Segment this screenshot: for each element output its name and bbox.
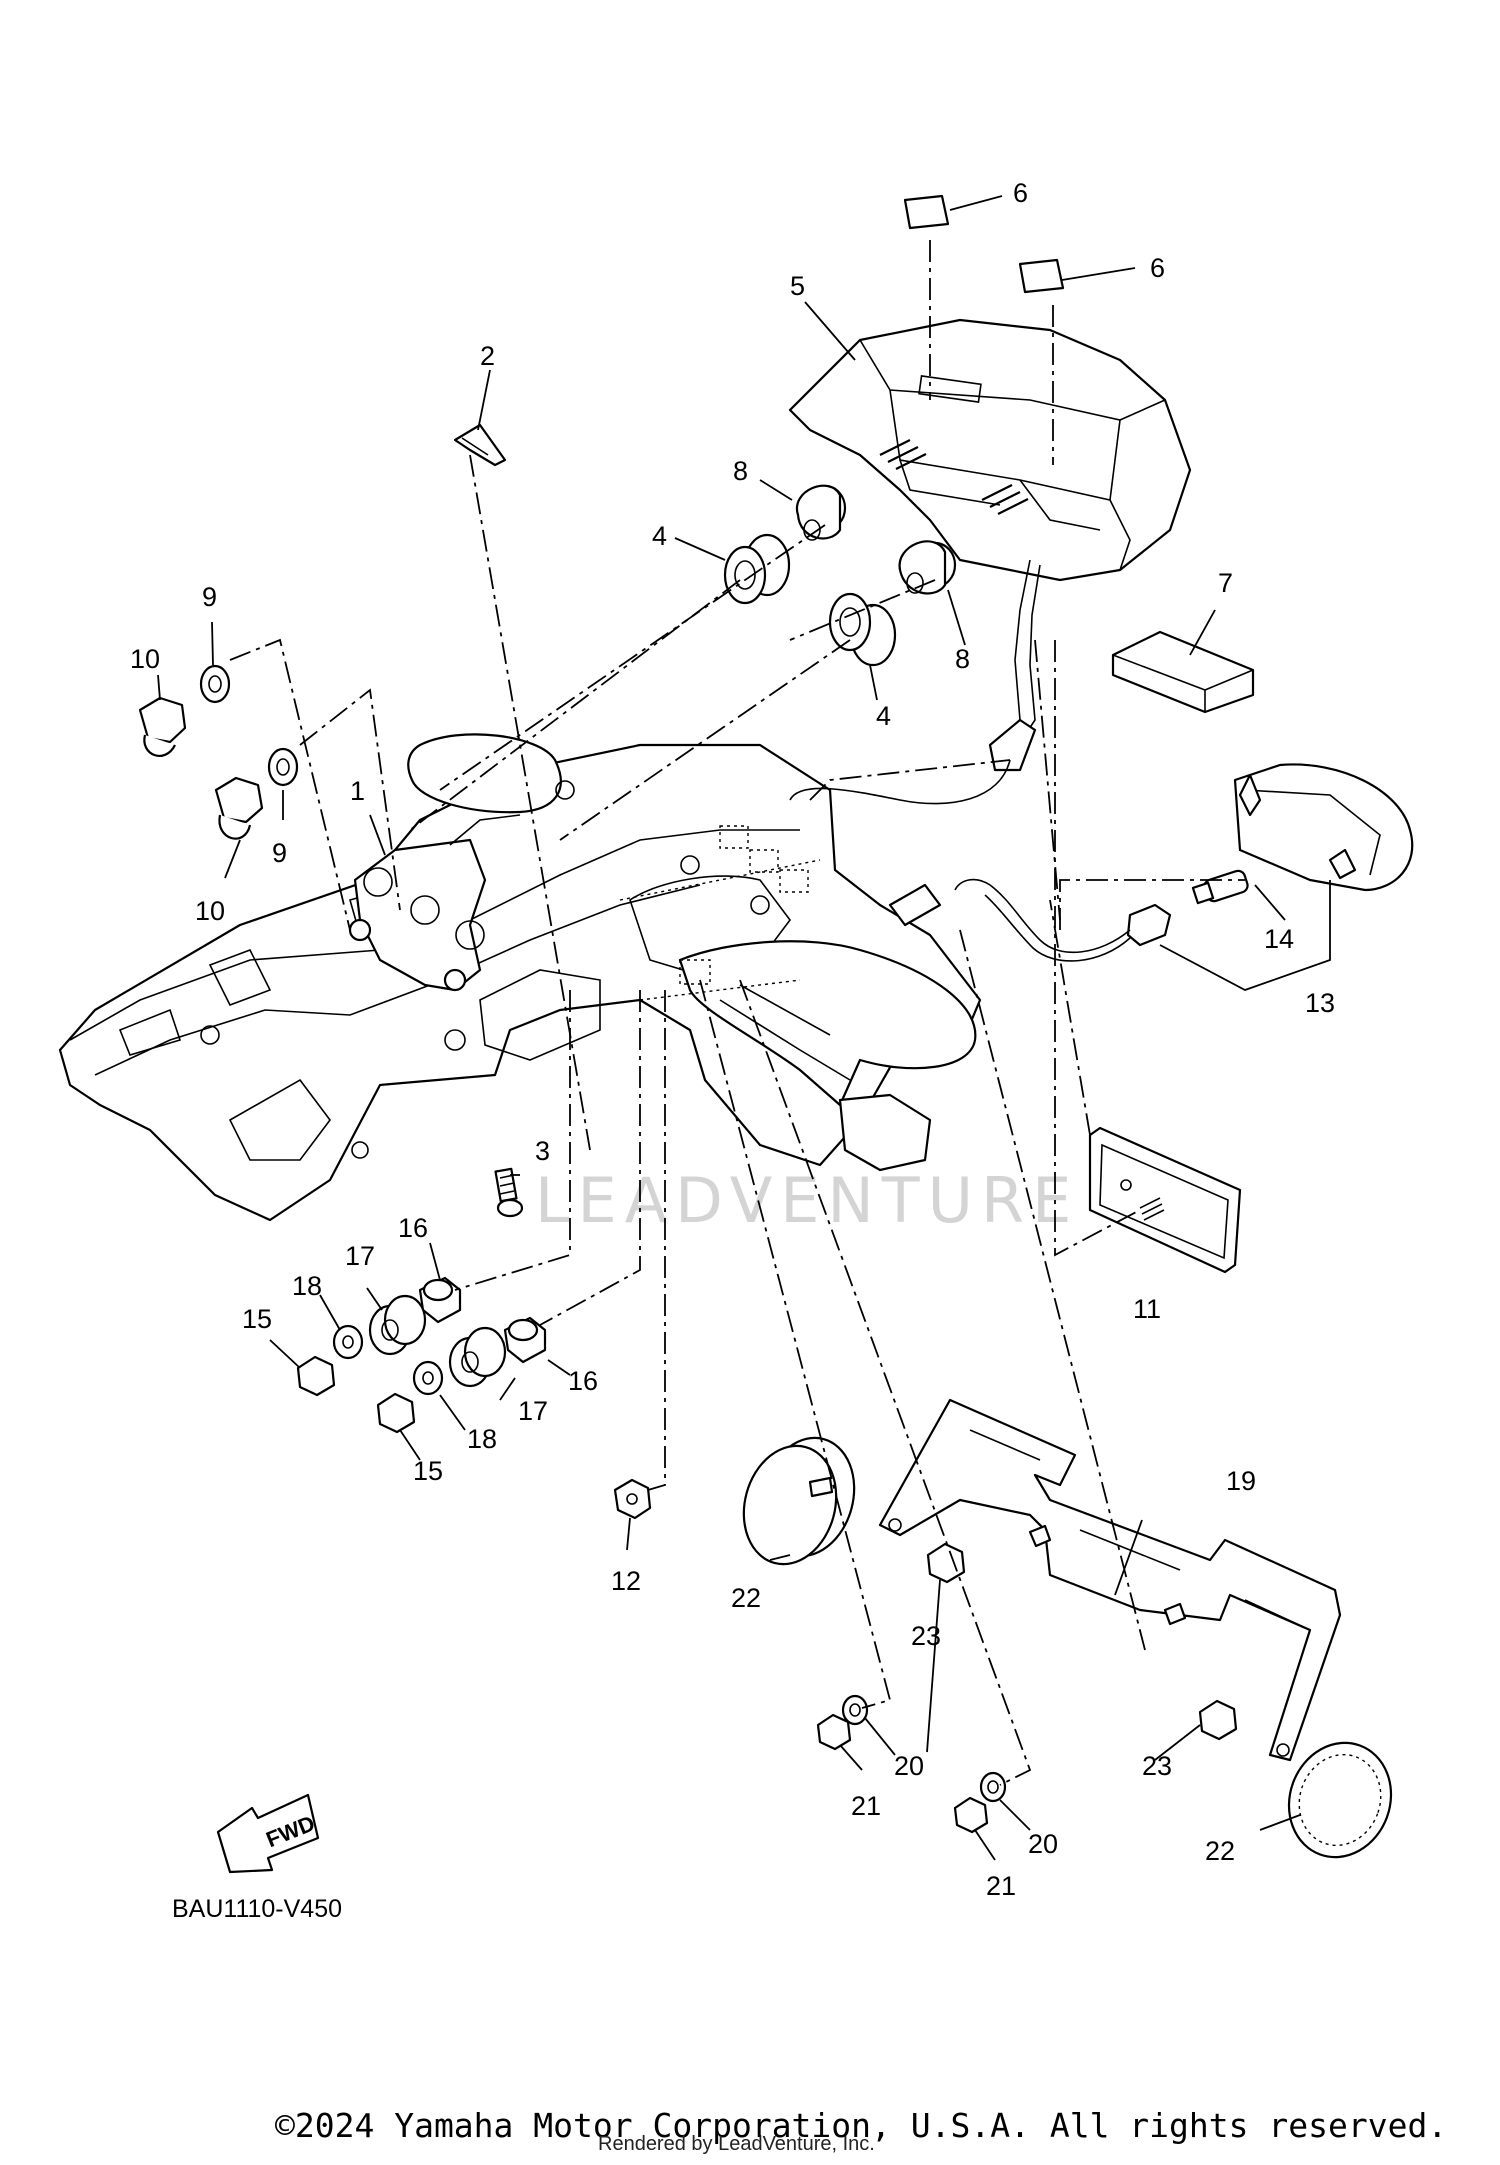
part-strip <box>1111 630 1255 714</box>
callouts: 1 2 3 4 4 5 6 6 7 8 8 9 9 10 10 11 12 13… <box>130 178 1335 1901</box>
callout-4: 4 <box>876 701 891 731</box>
part-collar <box>898 540 957 595</box>
part-acorn-nut <box>214 776 264 840</box>
callout-8: 8 <box>955 644 970 674</box>
callout-2: 2 <box>480 341 495 371</box>
part-grommet-small <box>448 1326 507 1388</box>
part-bolt <box>494 1167 524 1218</box>
part-washer-20 <box>841 1694 869 1726</box>
assembly-lines <box>229 240 1245 1786</box>
leader-lines <box>157 195 1331 1861</box>
part-bracket <box>348 814 521 992</box>
callout-22: 22 <box>731 1583 761 1613</box>
callout-5: 5 <box>790 271 805 301</box>
callout-9: 9 <box>202 582 217 612</box>
part-clip <box>453 423 507 467</box>
part-socket-wiring <box>789 759 1172 962</box>
part-washer-small <box>332 1324 364 1360</box>
callout-14: 14 <box>1264 924 1294 954</box>
part-nut-23 <box>926 1542 966 1584</box>
callout-6: 6 <box>1013 178 1028 208</box>
part-flange-nut <box>296 1355 336 1397</box>
part-washer <box>267 747 299 787</box>
rendered-by: Rendered by LeadVenture, Inc. <box>598 2133 875 2155</box>
callout-17: 17 <box>345 1241 375 1271</box>
callout-12: 12 <box>611 1566 641 1596</box>
part-grommet-small <box>368 1294 427 1356</box>
callout-16: 16 <box>398 1213 428 1243</box>
callout-10: 10 <box>130 644 160 674</box>
callout-18: 18 <box>292 1271 322 1301</box>
part-grommet <box>828 592 897 667</box>
callout-21: 21 <box>851 1791 881 1821</box>
part-collar-small <box>418 1276 462 1324</box>
callout-20: 20 <box>1028 1829 1058 1859</box>
part-washer-small <box>412 1360 444 1396</box>
part-nut-21 <box>816 1713 852 1751</box>
callout-18: 18 <box>467 1424 497 1454</box>
callout-1: 1 <box>350 776 365 806</box>
callout-20: 20 <box>894 1751 924 1781</box>
part-stay-bracket <box>878 1398 1342 1762</box>
part-bulb <box>1191 869 1249 905</box>
callout-10: 10 <box>195 896 225 926</box>
part-washer-20 <box>979 1771 1007 1803</box>
callout-8: 8 <box>733 456 748 486</box>
part-reflector <box>742 1436 856 1566</box>
callout-16: 16 <box>568 1366 598 1396</box>
callout-23: 23 <box>911 1621 941 1651</box>
part-acorn-nut <box>138 696 187 757</box>
callout-19: 19 <box>1226 1466 1256 1496</box>
part-collar <box>795 484 847 541</box>
part-taillight <box>788 318 1192 772</box>
part-plate-lamp <box>1088 1126 1242 1274</box>
diagram-code: BAU1110-V450 <box>172 1895 342 1923</box>
callout-13: 13 <box>1305 988 1335 1018</box>
copyright: ©2024 Yamaha Motor Corporation, U.S.A. A… <box>275 2106 1447 2145</box>
part-nut-23 <box>1198 1699 1238 1741</box>
callout-22: 22 <box>1205 1836 1235 1866</box>
callout-17: 17 <box>518 1396 548 1426</box>
lower-fender <box>678 940 977 1172</box>
callout-23: 23 <box>1142 1751 1172 1781</box>
callout-15: 15 <box>413 1456 443 1486</box>
watermark: LEADVENTURE <box>535 1164 1079 1237</box>
part-signal-housing <box>1233 763 1414 892</box>
part-grommet <box>723 533 791 605</box>
callout-9: 9 <box>272 838 287 868</box>
part-reflector <box>1287 1741 1393 1859</box>
part-nut <box>613 1478 652 1520</box>
part-pad <box>903 194 1065 294</box>
part-collar-small <box>503 1316 547 1364</box>
mounting-holes <box>619 825 821 1001</box>
forward-arrow-icon: FWD <box>216 1793 320 1874</box>
part-flange-nut <box>376 1392 416 1434</box>
callout-3: 3 <box>535 1136 550 1166</box>
callout-7: 7 <box>1218 568 1233 598</box>
callout-15: 15 <box>242 1304 272 1334</box>
callout-21: 21 <box>986 1871 1016 1901</box>
callout-11: 11 <box>1133 1294 1161 1324</box>
callout-6: 6 <box>1150 253 1165 283</box>
part-nut-21 <box>953 1796 989 1834</box>
part-washer <box>199 664 231 704</box>
callout-4: 4 <box>652 521 667 551</box>
